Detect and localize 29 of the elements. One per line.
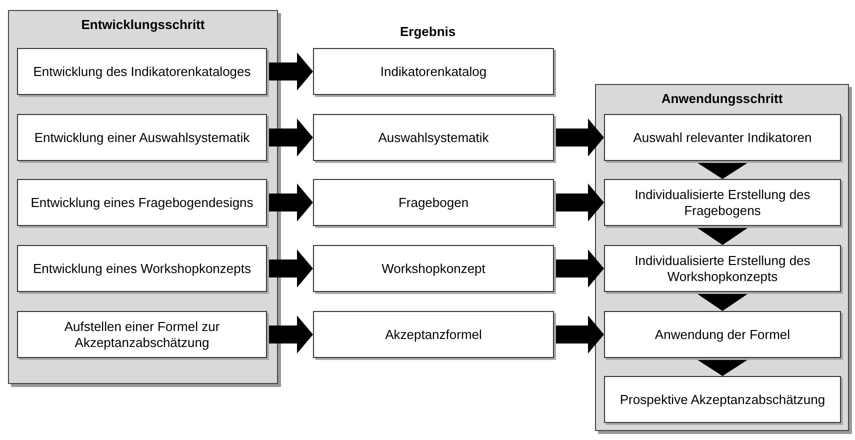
- process-box: Entwicklung einer Auswahlsystematik: [17, 114, 267, 161]
- process-box: Auswahlsystematik: [313, 114, 554, 161]
- column-heading: Ergebnis: [400, 24, 456, 39]
- process-box: Akzeptanzformel: [313, 311, 554, 358]
- block-arrow: [554, 250, 604, 288]
- process-box: Anwendung der Formel: [604, 311, 841, 358]
- process-box: Workshopkonzept: [313, 245, 554, 292]
- process-box: Auswahl relevanter Indikatoren: [604, 114, 841, 161]
- block-arrow: [554, 184, 604, 222]
- process-box: Entwicklung eines Fragebogendesigns: [17, 179, 267, 226]
- process-box: Individualisierte Erstellung des Fragebogens: [604, 179, 841, 226]
- block-arrow: [267, 52, 313, 90]
- process-box: Individualisierte Erstellung des Workshopkonzepts: [604, 245, 841, 292]
- process-box: Prospektive Akzeptanzabschätzung: [604, 376, 841, 423]
- process-box: Entwicklung eines Workshopkonzepts: [17, 245, 267, 292]
- process-box: Aufstellen einer Formel zur Akzeptanzabschätzung: [17, 311, 267, 358]
- process-box: Indikatorenkatalog: [313, 48, 554, 95]
- block-arrow: [267, 184, 313, 222]
- panel: [8, 10, 278, 384]
- block-arrow: [267, 316, 313, 354]
- block-arrow: [267, 118, 313, 156]
- block-arrow: [554, 316, 604, 354]
- panel: [595, 84, 849, 431]
- panel-title: Anwendungsschritt: [660, 91, 784, 106]
- panel-title: Entwicklungsschritt: [80, 17, 206, 32]
- block-arrow: [267, 250, 313, 288]
- block-arrow: [554, 118, 604, 156]
- process-box: Fragebogen: [313, 179, 554, 226]
- process-box: Entwicklung des Indikatorenkataloges: [17, 48, 267, 95]
